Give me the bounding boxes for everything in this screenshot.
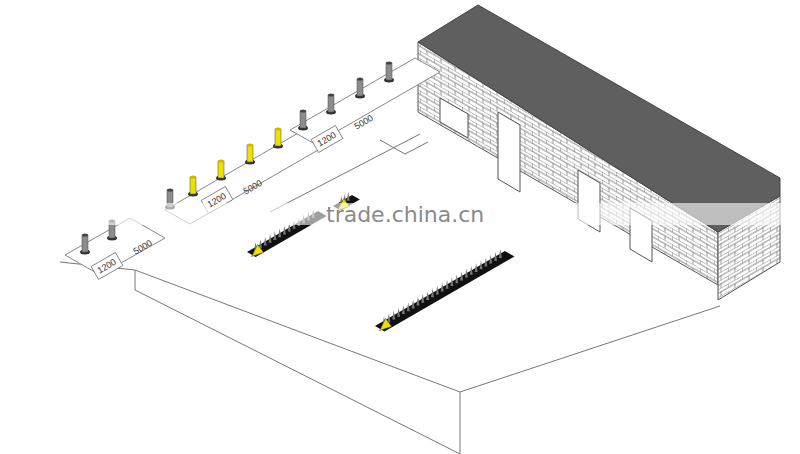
watermark: trade.china.cn: [326, 204, 484, 226]
bollard: [355, 77, 365, 98]
bollard-post: [357, 79, 363, 96]
blocker-spike: [479, 260, 482, 269]
bollard-cap: [218, 159, 224, 162]
bollard-post: [218, 161, 224, 178]
window: [440, 98, 468, 138]
blocker-spike: [402, 305, 405, 314]
blocker-spike: [475, 263, 478, 272]
blocker-spike: [494, 252, 497, 261]
road-blocker: [375, 249, 514, 332]
blocker-spike: [431, 288, 434, 297]
bollard-post: [328, 95, 334, 112]
bollard-cap: [275, 127, 281, 130]
blocker-spike: [441, 283, 444, 292]
dimension-box: [91, 253, 123, 280]
blocker-spike: [278, 228, 281, 237]
blocker-spike: [283, 225, 286, 234]
bollard-cap: [190, 175, 196, 178]
dimension-boxes: [91, 126, 343, 280]
roof: [418, 5, 780, 232]
bollard-cap: [300, 109, 306, 112]
building: [418, 5, 780, 300]
blocker-spike: [499, 249, 502, 258]
bollard-bases: [65, 58, 440, 275]
blocker-spike: [412, 299, 415, 308]
blocker-spike: [465, 269, 468, 278]
blocker-spike: [347, 192, 350, 201]
blocker-spike: [460, 271, 463, 280]
blocker-spike: [446, 280, 449, 289]
blocker-spike: [269, 234, 272, 243]
blocker-spike: [484, 257, 487, 266]
bollard: [80, 233, 90, 254]
blocker-spike: [392, 311, 395, 320]
base-plate: [65, 218, 165, 275]
bollard-cap: [167, 188, 173, 191]
bollard-post: [386, 63, 392, 80]
bollard-post: [247, 145, 253, 162]
bollard-post: [300, 111, 306, 128]
blocker-spike: [421, 294, 424, 303]
blocker-spike: [489, 255, 492, 264]
bollard: [326, 93, 336, 114]
bollard-post: [82, 235, 88, 252]
watermark-band: [100, 203, 790, 225]
base-plate: [290, 58, 440, 144]
blocker-ramp: [380, 319, 392, 331]
bollard-post: [190, 177, 196, 194]
dimension-box: [311, 126, 343, 153]
blocker-spike: [416, 297, 419, 306]
bollard: [384, 61, 394, 82]
blocker-spike: [470, 266, 473, 275]
bollard-cap: [247, 143, 253, 146]
bollard: [245, 143, 255, 164]
blocker-spike: [264, 236, 267, 245]
blocker-spike: [273, 231, 276, 240]
bollard: [273, 127, 283, 148]
blocker-spike: [455, 274, 458, 283]
bollard-cap: [82, 233, 88, 236]
blocker-body: [375, 251, 514, 332]
blocker-spike: [407, 302, 410, 311]
bollard-cap: [386, 61, 392, 64]
blocker-spike: [397, 308, 400, 317]
bollard: [188, 175, 198, 196]
bollard-cap: [328, 93, 334, 96]
door: [498, 112, 520, 192]
bollard-post: [275, 129, 281, 146]
blocker-spike: [450, 277, 453, 286]
bollard: [216, 159, 226, 180]
bollard: [298, 109, 308, 130]
blocker-ramp: [252, 245, 264, 257]
bollard-cap: [357, 77, 363, 80]
blocker-spike: [426, 291, 429, 300]
blocker-spike: [436, 285, 439, 294]
